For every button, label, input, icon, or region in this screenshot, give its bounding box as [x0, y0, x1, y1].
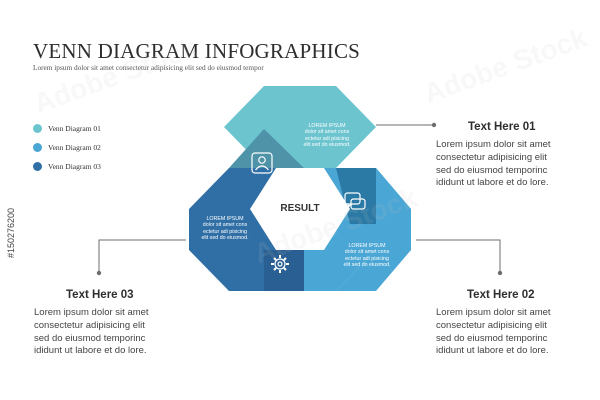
chat-bubbles-icon	[344, 192, 366, 210]
text-block-03-body: Lorem ipsum dolor sit amet consectetur a…	[34, 307, 149, 357]
legend-label-02: Venn Diagram 02	[48, 142, 101, 152]
connector-dot-02	[497, 270, 503, 276]
text-block-02-body: Lorem ipsum dolor sit amet consectetur a…	[436, 307, 551, 357]
legend-item-01: Venn Diagram 01	[33, 122, 101, 134]
legend-dot-03	[33, 161, 42, 171]
connector-lines	[98, 124, 501, 273]
connector-dot-01	[431, 122, 437, 128]
legend: Venn Diagram 01 Venn Diagram 02 Venn Dia…	[33, 122, 101, 179]
legend-label-03: Venn Diagram 03	[48, 161, 101, 171]
connector-line-03	[98, 239, 186, 273]
connector-line-02	[416, 239, 501, 273]
connector-dots	[96, 122, 503, 276]
page-subtitle: Lorem ipsum dolor sit amet consectetur a…	[33, 63, 264, 72]
hexagon-segment-02	[336, 168, 411, 291]
legend-dot-02	[33, 142, 42, 152]
legend-item-03: Venn Diagram 03	[33, 160, 101, 172]
text-block-01-body: Lorem ipsum dolor sit amet consectetur a…	[436, 139, 551, 189]
result-label: RESULT	[280, 203, 320, 214]
connector-dot-03	[96, 270, 102, 276]
segment-text-01: LOREM IPSUM dolor sit amet cons ectetur …	[303, 123, 351, 149]
segment-text-03: LOREM IPSUM dolor sit amet cons ectetur …	[201, 216, 249, 242]
text-block-01-title: Text Here 01	[468, 121, 536, 133]
overlap-01-02	[336, 168, 376, 224]
text-block-03-title: Text Here 03	[66, 289, 134, 301]
result-hexagon	[250, 168, 350, 250]
legend-label-01: Venn Diagram 01	[48, 123, 101, 133]
overlap-01-03	[229, 129, 304, 168]
overlap-02-03	[264, 250, 304, 291]
page-title: VENN DIAGRAM INFOGRAPHICS	[33, 39, 361, 63]
user-icon	[251, 152, 273, 174]
legend-dot-01	[33, 123, 42, 133]
gear-icon	[271, 255, 289, 273]
legend-item-02: Venn Diagram 02	[33, 141, 101, 153]
credit-label: #150276200	[6, 207, 16, 258]
text-block-02-title: Text Here 02	[467, 289, 535, 301]
segment-text-02: LOREM IPSUM dolor sit amet cons ectetur …	[343, 243, 391, 269]
